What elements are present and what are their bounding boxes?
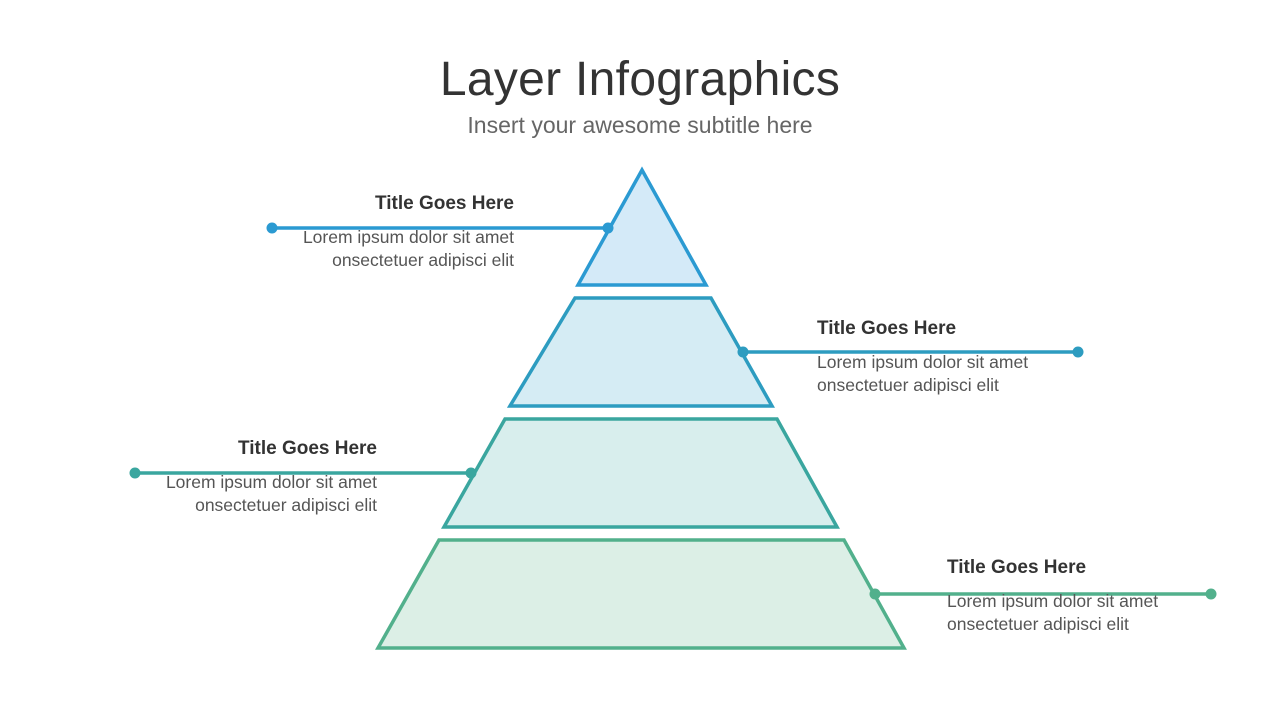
layer-2-title: Title Goes Here [817, 318, 957, 339]
connector-1-end-dot [602, 222, 614, 234]
pyramid-layer-2 [506, 296, 775, 408]
connector-2 [737, 346, 1084, 358]
pyramid-layer-4 [375, 538, 907, 650]
page-subtitle: Insert your awesome subtitle here [467, 112, 813, 138]
layer-2-description: Lorem ipsum dolor sit amet onsectetuer a… [817, 351, 1137, 397]
connector-3-start-dot [129, 467, 141, 479]
connector-4-start-dot [869, 588, 881, 600]
connector-1 [266, 222, 614, 234]
layer-1-desc-line-2: onsectetuer adipisci elit [332, 250, 514, 270]
pyramid-layer-3 [441, 417, 840, 529]
connector-4-end-dot [1205, 588, 1217, 600]
layer-2-desc-line-1: Lorem ipsum dolor sit amet [817, 352, 1029, 372]
layer-1-description: Lorem ipsum dolor sit amet onsectetuer a… [194, 226, 514, 272]
page-title: Layer Infographics [439, 53, 841, 106]
layer-3-description: Lorem ipsum dolor sit amet onsectetuer a… [57, 471, 377, 517]
layer-1-title: Title Goes Here [374, 193, 514, 214]
layer-4-desc-line-1: Lorem ipsum dolor sit amet [947, 591, 1159, 611]
connector-4 [869, 588, 1217, 600]
layer-2-label: Title Goes Here Lorem ipsum dolor sit am… [817, 318, 1137, 397]
layer-4-label: Title Goes Here Lorem ipsum dolor sit am… [947, 557, 1267, 636]
layer-4-description: Lorem ipsum dolor sit amet onsectetuer a… [947, 590, 1267, 636]
layer-3-desc-line-2: onsectetuer adipisci elit [195, 495, 377, 515]
layer-1-label: Title Goes Here Lorem ipsum dolor sit am… [194, 193, 514, 272]
layer-3-desc-line-1: Lorem ipsum dolor sit amet [165, 472, 377, 492]
layer-3-title: Title Goes Here [237, 438, 377, 459]
layer-4-desc-line-2: onsectetuer adipisci elit [947, 614, 1129, 634]
layer-2-desc-line-2: onsectetuer adipisci elit [817, 375, 999, 395]
connector-1-start-dot [266, 222, 278, 234]
connector-3 [129, 467, 477, 479]
connector-2-end-dot [1072, 346, 1084, 358]
layer-1-desc-line-1: Lorem ipsum dolor sit amet [302, 227, 514, 247]
layer-4-title: Title Goes Here [947, 557, 1087, 578]
connector-3-end-dot [465, 467, 477, 479]
connector-2-start-dot [737, 346, 749, 358]
layer-3-label: Title Goes Here Lorem ipsum dolor sit am… [57, 438, 377, 517]
